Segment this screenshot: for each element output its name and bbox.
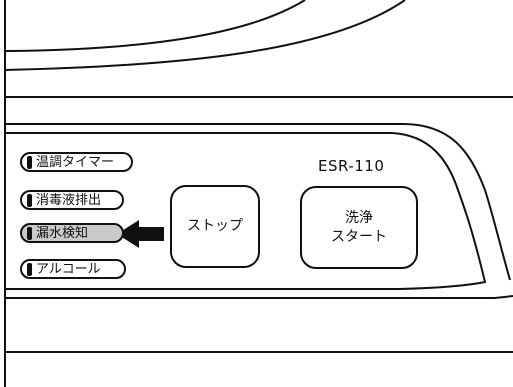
indicator-temp-timer: 温調タイマー <box>20 152 133 172</box>
indicator-lamp <box>27 262 32 276</box>
indicator-leak-detection: 漏水検知 <box>20 223 124 243</box>
stop-button-label: ストップ <box>187 218 243 235</box>
indicator-lamp <box>27 155 32 169</box>
indicator-alcohol: アルコール <box>20 259 126 279</box>
upper-curve-outer <box>4 0 306 52</box>
indicator-label: 温調タイマー <box>36 154 115 170</box>
start-button-label-line2: スタート <box>331 228 387 245</box>
indicator-disinfectant-drain: 消毒液排出 <box>20 190 124 210</box>
indicator-label: 消毒液排出 <box>36 192 102 208</box>
upper-curve-inner <box>4 0 406 71</box>
indicator-label: アルコール <box>36 261 101 277</box>
panel-outer-boundary <box>5 123 511 281</box>
panel-inner-line <box>5 132 487 290</box>
model-label: ESR-110 <box>318 157 385 175</box>
base-edge-upper <box>5 295 513 299</box>
indicator-lamp <box>27 226 32 240</box>
indicator-label: 漏水検知 <box>36 225 89 241</box>
pointer-arrow <box>117 220 164 248</box>
stop-button[interactable]: ストップ <box>170 185 260 268</box>
indicator-lamp <box>27 193 32 207</box>
start-button-label-line1: 洗浄 <box>345 209 373 226</box>
wash-start-button[interactable]: 洗浄 スタート <box>300 186 418 269</box>
